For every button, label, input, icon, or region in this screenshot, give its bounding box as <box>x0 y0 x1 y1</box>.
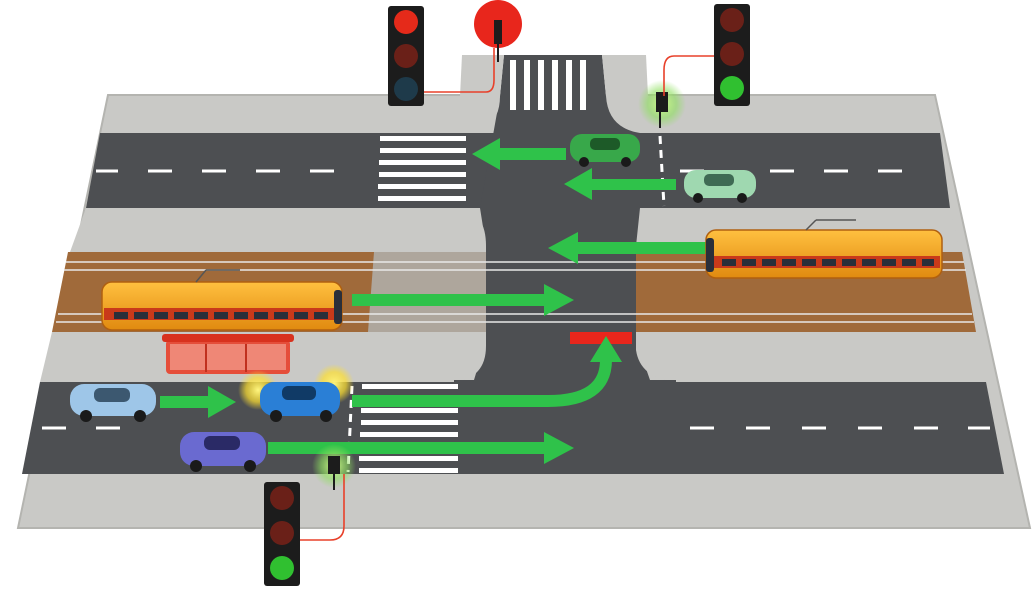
car-lightblue <box>70 384 156 422</box>
ped-signal-top <box>494 20 502 62</box>
tram-crossing-patch <box>368 252 486 332</box>
tram-right <box>705 219 943 279</box>
traffic-light-top-right <box>714 4 750 106</box>
arrow-upper-2 <box>564 168 676 200</box>
arrow-tram-west <box>548 232 708 264</box>
arrow-turn-left <box>352 358 612 407</box>
arrow-turn-head <box>590 336 622 362</box>
car-purple <box>180 432 266 472</box>
arrow-lower-straight <box>268 432 574 464</box>
signal-wires <box>298 48 714 541</box>
car-mint-top <box>684 170 756 203</box>
median-left-upper <box>70 208 486 252</box>
tram-road-crossing <box>486 252 636 332</box>
ped-signal-bottom <box>328 456 340 490</box>
red-stop-bar <box>570 332 632 344</box>
curb-top-right <box>606 96 648 133</box>
tram-left <box>101 269 343 331</box>
car-blue-turning <box>260 382 340 422</box>
stop-line-upper-right <box>658 135 666 207</box>
crosswalk-upper-west <box>378 136 466 201</box>
curb-top-left <box>460 96 500 133</box>
ped-signal-right <box>656 92 668 128</box>
arrow-tram-east <box>352 284 574 316</box>
direction-arrows <box>160 138 708 464</box>
traffic-light-top-left <box>388 6 424 106</box>
north-sidewalk-right <box>602 55 648 96</box>
arrow-upper-1 <box>472 138 566 170</box>
lower-road-join <box>454 380 676 384</box>
car-green-top <box>570 134 640 167</box>
traffic-light-bottom-left <box>264 482 300 586</box>
median-right-lower <box>636 332 986 382</box>
crosswalk-north <box>510 60 586 110</box>
tram-shelter <box>162 334 294 374</box>
arrow-lightblue-car <box>160 386 236 418</box>
